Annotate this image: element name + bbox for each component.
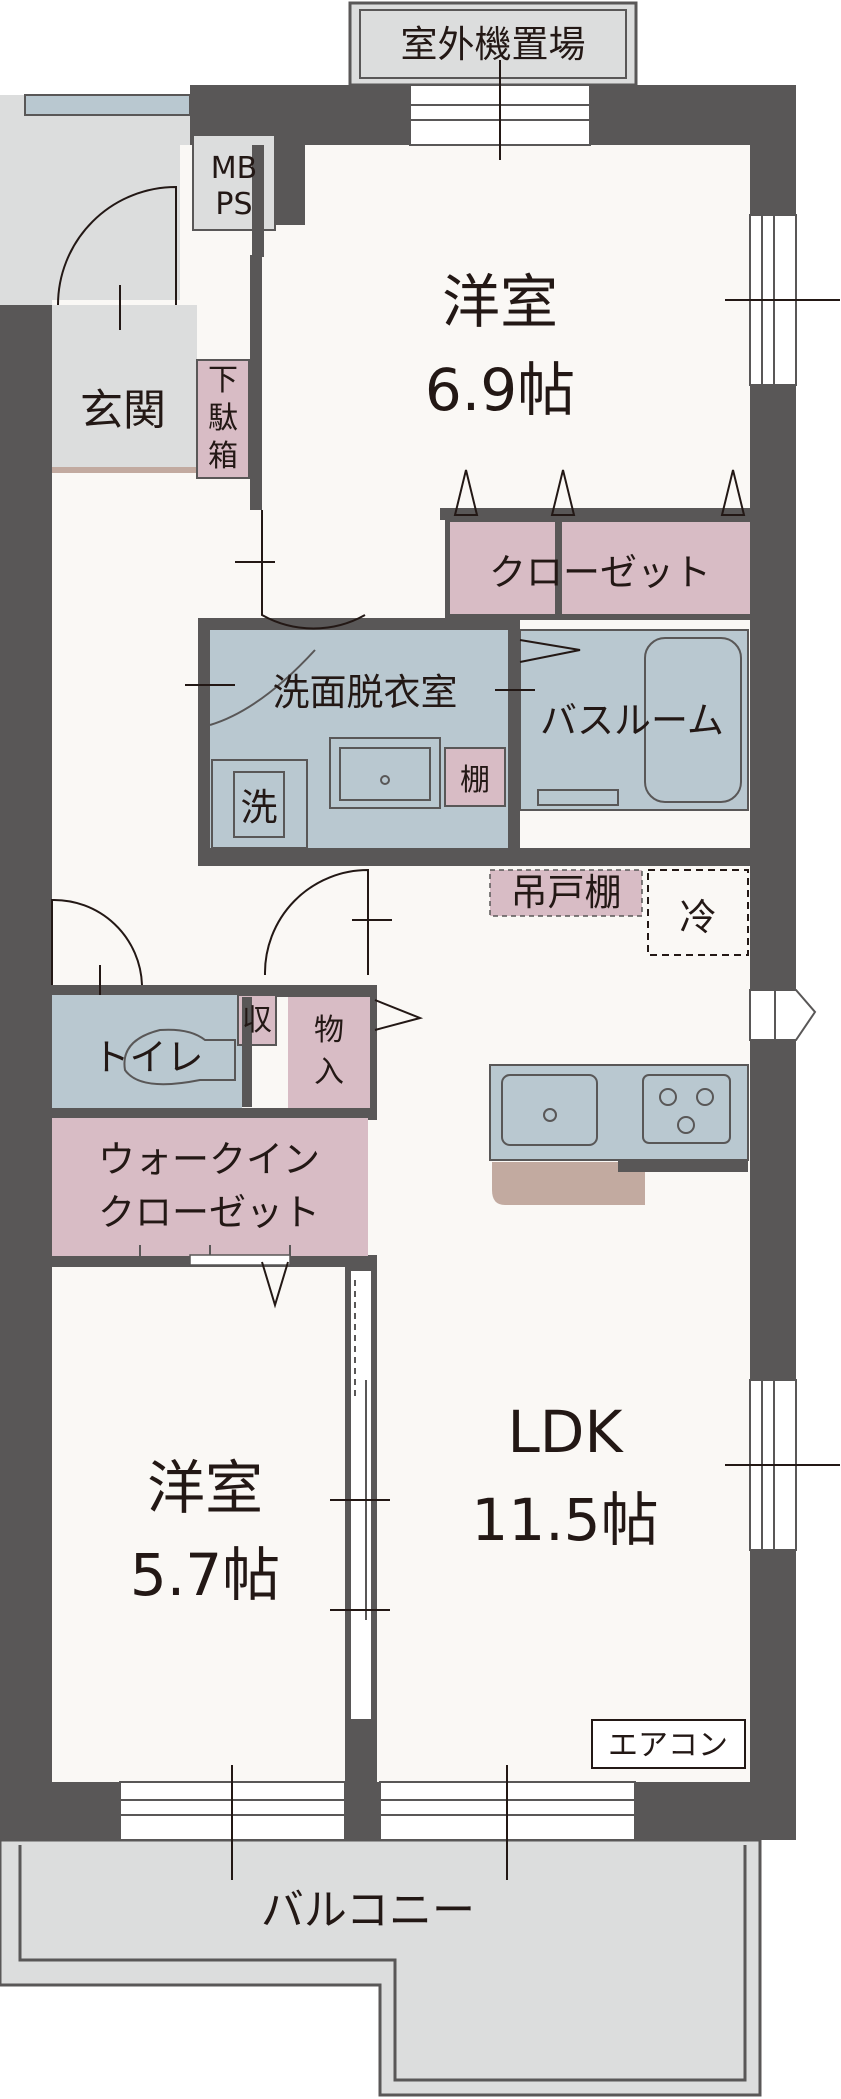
toilet-room	[52, 994, 277, 1108]
closet-bedroom1	[445, 469, 750, 620]
balcony-area	[0, 1838, 762, 2097]
outdoor-unit-space	[348, 1, 638, 87]
shoe-box-char-2: 駄	[208, 401, 238, 436]
fridge-label: 冷	[680, 896, 717, 939]
bedroom1-size: 6.9帖	[425, 356, 575, 424]
shelf-label: 棚	[460, 763, 490, 798]
entrance-label: 玄関	[80, 386, 166, 436]
ldk-size: 11.5帖	[471, 1486, 658, 1554]
top-window	[409, 60, 591, 160]
bedroom1-door	[261, 510, 366, 630]
closet-label: クローゼット	[489, 551, 711, 594]
wic-label-2: クローゼット	[98, 1191, 320, 1234]
bathroom	[495, 629, 749, 811]
shoe-box-char-1: 下	[208, 363, 238, 398]
hanging-cabinet-label: 吊戸棚	[511, 871, 622, 914]
washroom	[185, 630, 508, 849]
mbps-label-1: MB	[211, 151, 257, 186]
washer-label: 洗	[241, 786, 278, 829]
ldk-window	[725, 1379, 840, 1551]
entrance	[52, 185, 197, 473]
bay-vent	[749, 989, 817, 1041]
bathroom-label: バスルーム	[540, 699, 724, 742]
storage-small-label: 収	[242, 1003, 272, 1038]
outdoor-unit-label: 室外機置場	[401, 23, 586, 66]
bedroom2-partition	[330, 1269, 390, 1721]
shoe-box	[196, 359, 250, 479]
ldk-balcony-window	[379, 1765, 636, 1880]
door-frame-top	[24, 94, 191, 116]
kitchen-counter	[489, 1064, 749, 1205]
ldk-name: LDK	[507, 1398, 624, 1466]
toilet-label: トイレ	[93, 1036, 204, 1079]
aircon-box	[591, 1719, 746, 1769]
fridge-space	[647, 869, 749, 956]
mbps-label-2: PS	[215, 187, 252, 222]
wic-label-1: ウォークイン	[98, 1138, 320, 1181]
toilet-door	[51, 898, 143, 986]
ldk-door	[263, 868, 369, 976]
aircon-label: エアコン	[608, 1728, 728, 1763]
storeroom-char-2: 入	[314, 1055, 344, 1090]
hanging-cabinet	[489, 869, 643, 917]
bedroom1-window	[725, 214, 840, 386]
bedroom2-name: 洋室	[147, 1454, 263, 1522]
bedroom2-balcony-window	[119, 1765, 346, 1880]
storeroom-char-1: 物	[314, 1013, 344, 1048]
common-corridor	[0, 95, 190, 305]
storeroom	[288, 997, 424, 1108]
washroom-label: 洗面脱衣室	[273, 671, 458, 714]
walk-in-closet	[52, 1118, 368, 1309]
balcony-label: バルコニー	[261, 1886, 475, 1936]
shoe-box-char-3: 箱	[208, 439, 238, 474]
bedroom2-size: 5.7帖	[130, 1541, 280, 1609]
bedroom1-name: 洋室	[442, 268, 558, 336]
